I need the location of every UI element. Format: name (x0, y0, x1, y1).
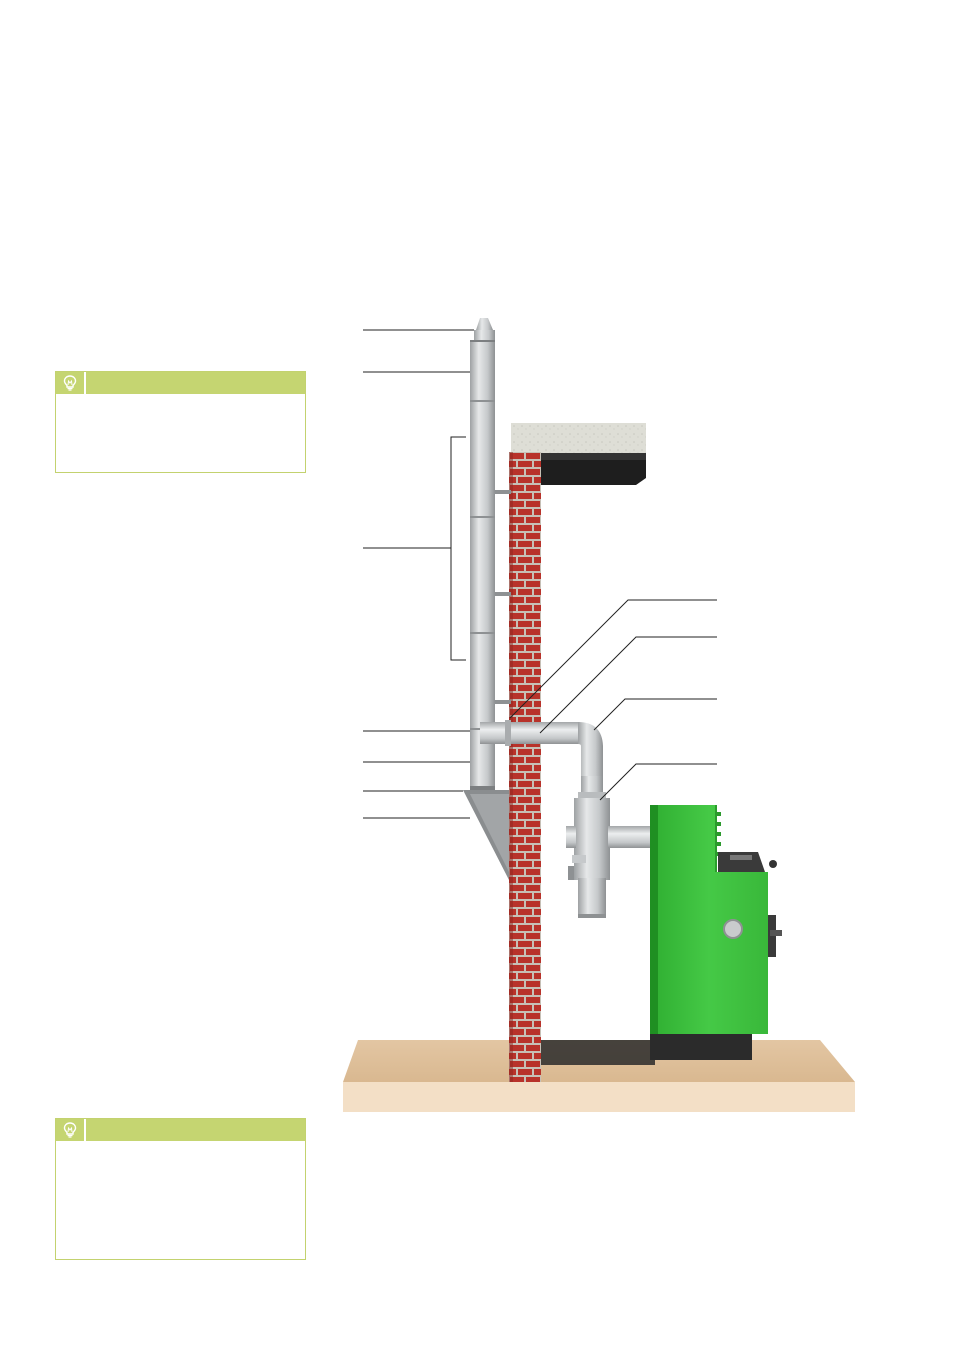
callout-lines-left (363, 329, 474, 819)
callout-lines-right (509, 599, 717, 801)
boiler (650, 805, 782, 1060)
brick-wall (509, 452, 541, 1082)
wall-bracket (495, 490, 511, 704)
tip-header-1 (56, 372, 305, 394)
t-piece (566, 792, 656, 918)
boiler-shadow (541, 1040, 655, 1065)
tip-box-1 (55, 371, 306, 473)
tip-header-2 (56, 1119, 305, 1141)
chimney-pipe (470, 318, 495, 790)
lightbulb-icon (56, 1119, 86, 1141)
ceiling-slab (511, 423, 646, 485)
tip-box-2 (55, 1118, 306, 1260)
lightbulb-icon (56, 372, 86, 394)
wall-connector-pipe (480, 720, 603, 794)
